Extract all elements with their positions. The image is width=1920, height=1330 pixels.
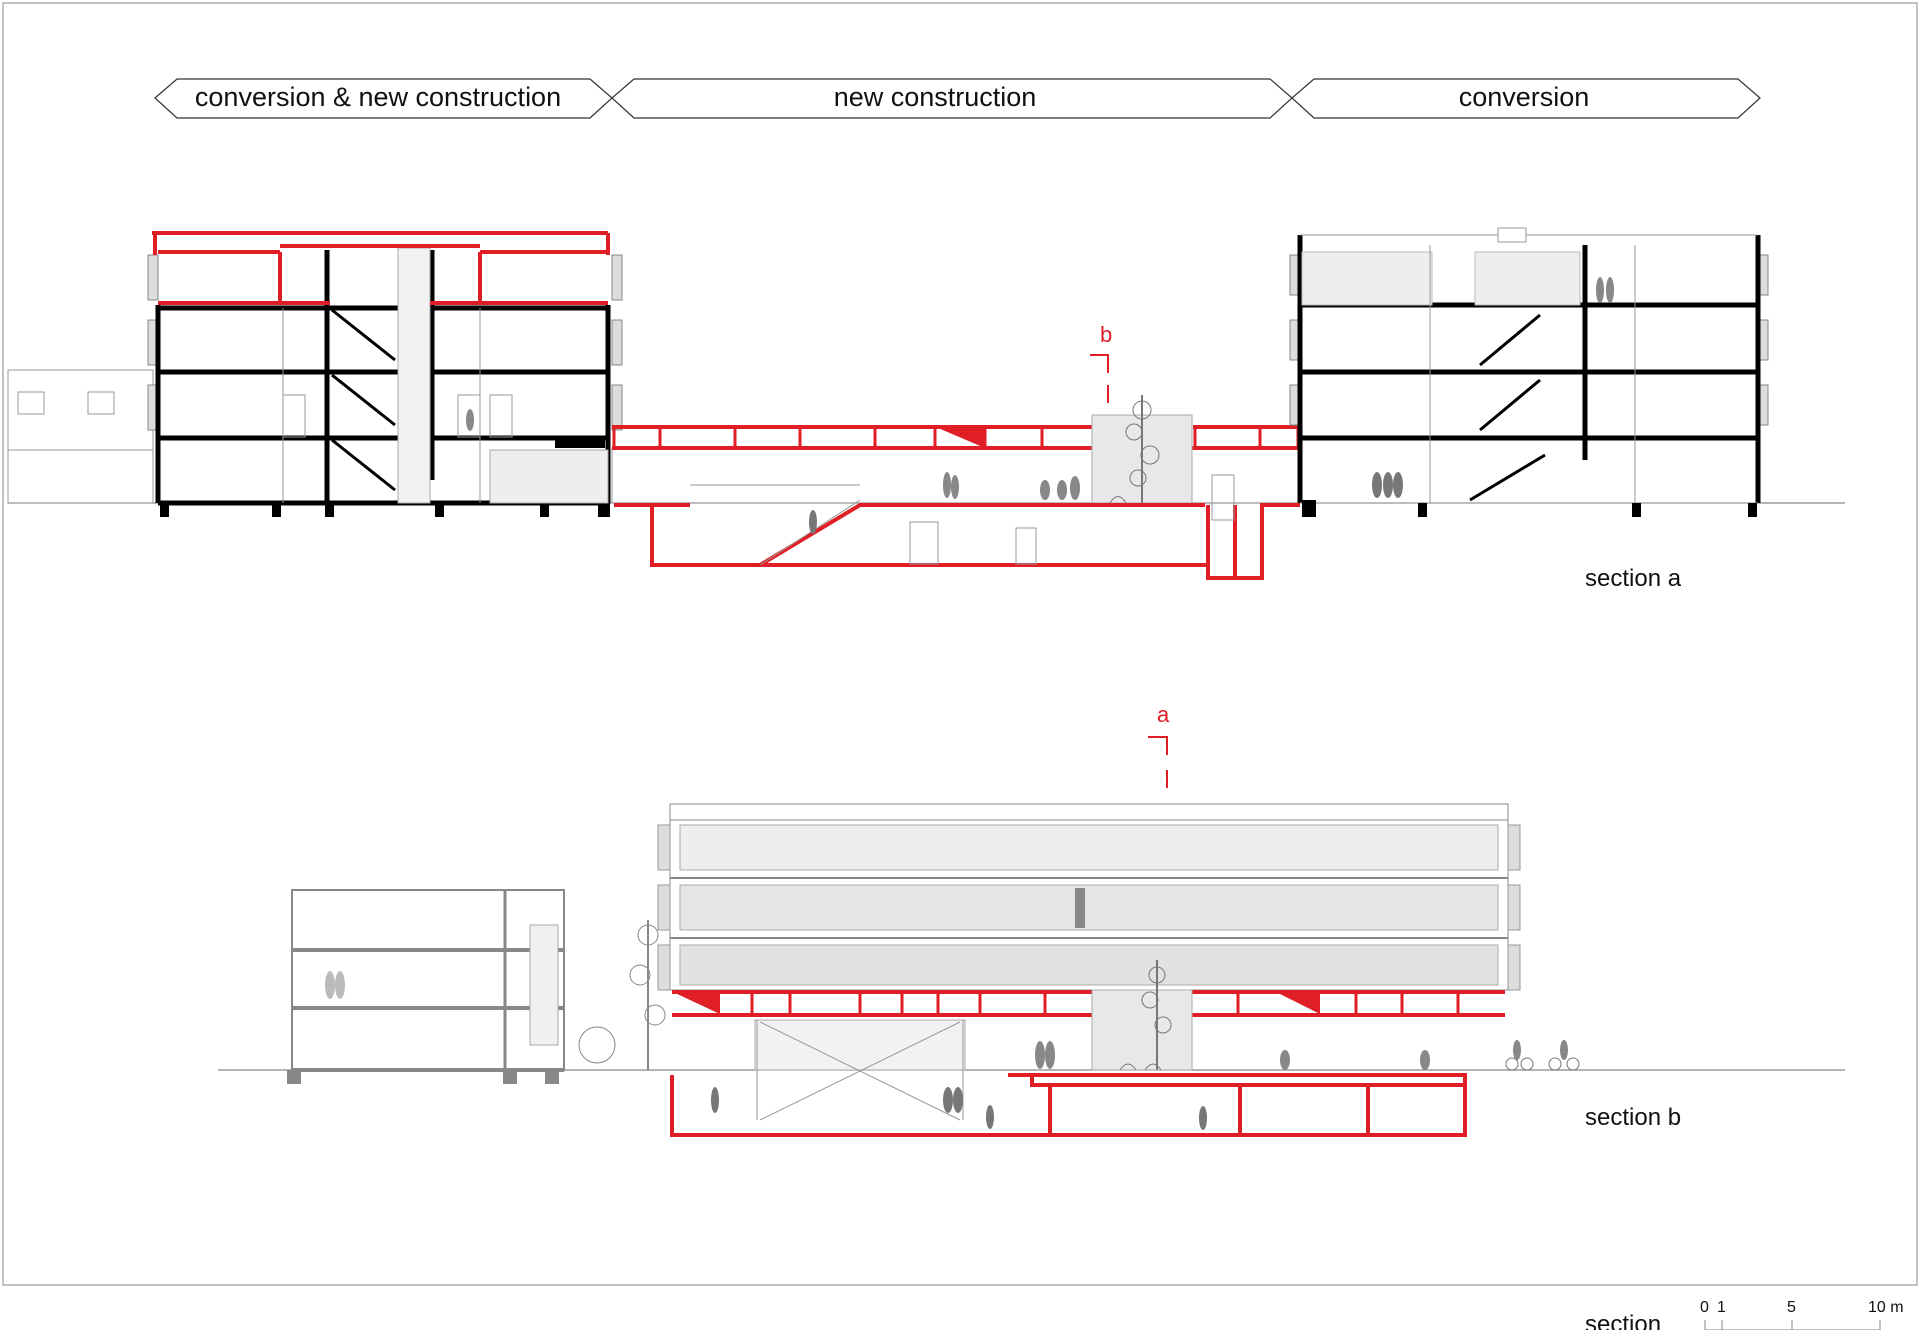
section-b-drawing: a section b bbox=[218, 702, 1845, 1137]
main-building-elevation bbox=[657, 803, 1521, 991]
sheet-frame bbox=[2, 2, 1918, 1286]
phase-banner-label: new construction bbox=[834, 82, 1037, 112]
scale-tick-label: 0 bbox=[1700, 1299, 1709, 1316]
cut-marker-label: b bbox=[1100, 322, 1112, 347]
scale-tick-label: 1 bbox=[1717, 1299, 1726, 1316]
scale-bar-title: section bbox=[1585, 1311, 1661, 1330]
right-building-section bbox=[1289, 227, 1769, 517]
left-building-section bbox=[147, 231, 623, 517]
section-a-drawing: b bbox=[7, 227, 1845, 592]
tree-icon bbox=[578, 920, 666, 1070]
cut-marker-label: a bbox=[1157, 702, 1170, 727]
phase-banner-new-construction: new construction bbox=[611, 78, 1293, 119]
main-building-new-section bbox=[670, 960, 1580, 1137]
section-b-title: section b bbox=[1585, 1104, 1681, 1131]
phase-banner-label: conversion & new construction bbox=[195, 82, 561, 112]
scale-tick-label: 10 m bbox=[1868, 1299, 1904, 1316]
section-a-title: section a bbox=[1585, 565, 1682, 592]
neighbour-building bbox=[7, 369, 154, 504]
side-building-section bbox=[287, 889, 565, 1084]
section-cut-marker-a: a bbox=[1148, 702, 1170, 788]
section-cut-marker-b: b bbox=[1090, 322, 1112, 403]
phase-banner-conversion-new-construction: conversion & new construction bbox=[154, 78, 613, 119]
phase-banner-label: conversion bbox=[1459, 82, 1590, 112]
middle-new-construction-section bbox=[611, 395, 1301, 580]
phase-banner-conversion: conversion bbox=[1291, 78, 1761, 119]
scale-tick-label: 5 bbox=[1787, 1299, 1796, 1316]
scale-bar: section 0 1 5 10 m bbox=[1585, 1299, 1904, 1330]
